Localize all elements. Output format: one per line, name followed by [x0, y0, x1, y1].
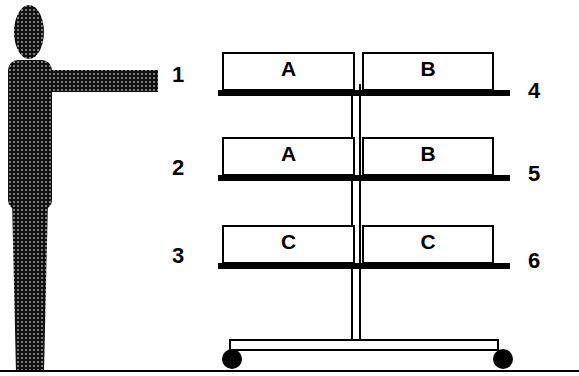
shelf-number: 5 [528, 163, 540, 185]
box-label: A [281, 139, 296, 164]
storage-box: C [222, 225, 355, 264]
human-figure [8, 5, 158, 372]
shelf-number: 2 [172, 157, 184, 179]
storage-box: A [222, 52, 355, 91]
box-label: B [420, 139, 435, 164]
box-label: C [420, 227, 435, 252]
shelf-number: 4 [528, 80, 540, 102]
storage-box: B [362, 137, 494, 176]
box-label: C [281, 227, 296, 252]
floor-line [0, 370, 579, 372]
storage-box: B [362, 52, 494, 91]
shelf-number: 1 [172, 64, 184, 86]
shelf-number: 3 [172, 245, 184, 267]
shelf-number: 6 [528, 250, 540, 272]
box-label: B [420, 54, 435, 79]
shelf-rack [218, 84, 513, 369]
box-label: A [281, 54, 296, 79]
storage-box: C [362, 225, 494, 264]
storage-box: A [222, 137, 355, 176]
